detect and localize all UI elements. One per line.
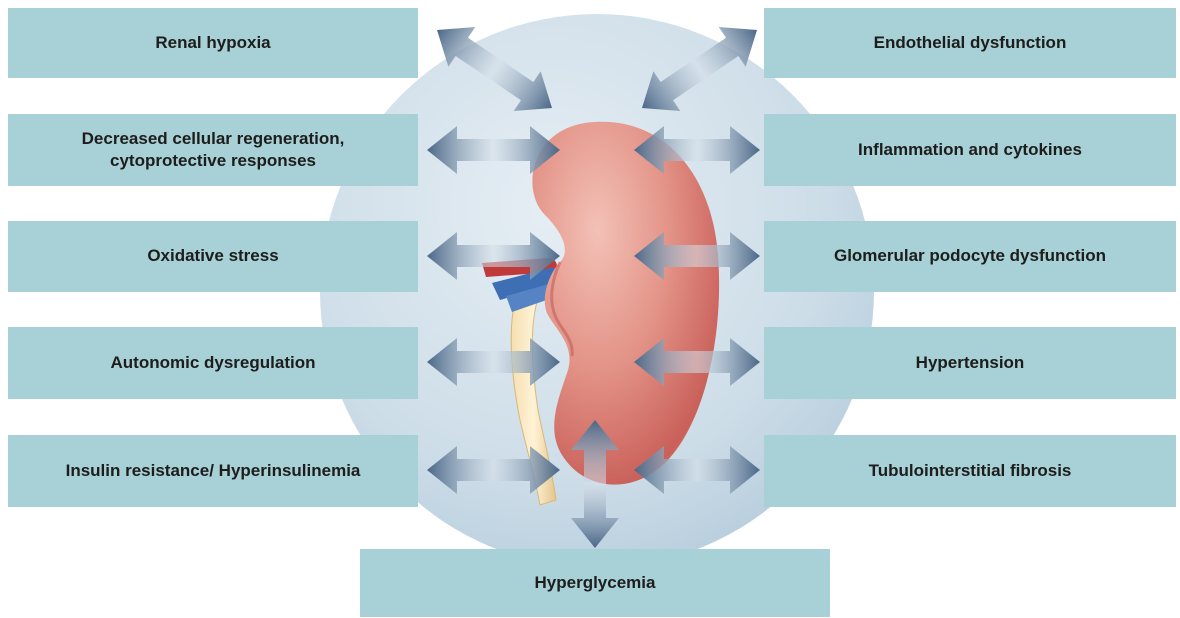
glomerular-podocyte-box: Glomerular podocyte dysfunction: [764, 221, 1176, 292]
glomerular-podocyte-label: Glomerular podocyte dysfunction: [834, 245, 1106, 267]
oxidative-stress-label: Oxidative stress: [147, 245, 278, 267]
oxidative-stress-box: Oxidative stress: [8, 221, 418, 292]
insulin-resistance-label: Insulin resistance/ Hyperinsulinemia: [66, 460, 361, 482]
endothelial-dysfunction-label: Endothelial dysfunction: [874, 32, 1067, 54]
renal-hypoxia-label: Renal hypoxia: [155, 32, 270, 54]
decreased-regeneration-box: Decreased cellular regeneration, cytopro…: [8, 114, 418, 186]
tubulointerstitial-fibrosis-box: Tubulointerstitial fibrosis: [764, 435, 1176, 507]
inflammation-cytokines-label: Inflammation and cytokines: [858, 139, 1082, 161]
hyperglycemia-box: Hyperglycemia: [360, 549, 830, 617]
inflammation-cytokines-box: Inflammation and cytokines: [764, 114, 1176, 186]
decreased-regeneration-label: Decreased cellular regeneration, cytopro…: [82, 128, 345, 172]
tubulointerstitial-fibrosis-label: Tubulointerstitial fibrosis: [869, 460, 1072, 482]
hyperglycemia-label: Hyperglycemia: [535, 572, 656, 594]
autonomic-dysregulation-box: Autonomic dysregulation: [8, 327, 418, 399]
endothelial-dysfunction-box: Endothelial dysfunction: [764, 8, 1176, 78]
renal-hypoxia-box: Renal hypoxia: [8, 8, 418, 78]
insulin-resistance-box: Insulin resistance/ Hyperinsulinemia: [8, 435, 418, 507]
autonomic-dysregulation-label: Autonomic dysregulation: [111, 352, 316, 374]
hypertension-box: Hypertension: [764, 327, 1176, 399]
hypertension-label: Hypertension: [916, 352, 1025, 374]
